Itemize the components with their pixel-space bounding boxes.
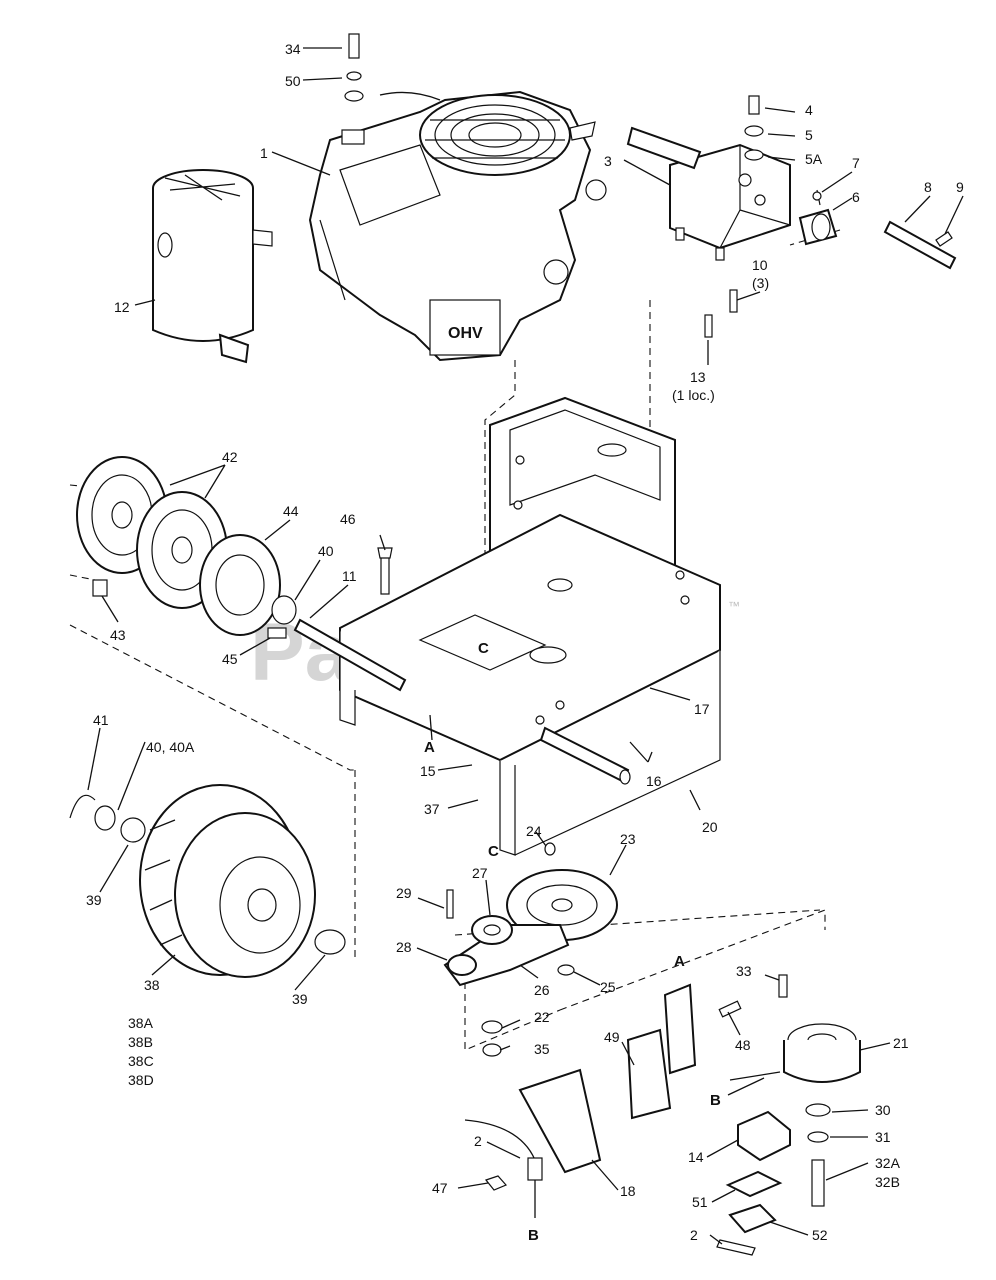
callout-21: 21 — [893, 1035, 909, 1051]
callout-5a: 5A — [805, 151, 823, 167]
callout-leaders — [87, 47, 964, 1245]
callout-35: 35 — [534, 1041, 550, 1057]
callout-44: 44 — [283, 503, 299, 519]
callout-2-clutch: 2 — [690, 1227, 698, 1243]
callout-47: 47 — [432, 1180, 448, 1196]
callout-18: 18 — [620, 1183, 636, 1199]
muffler — [152, 169, 273, 364]
callout-31: 31 — [875, 1129, 891, 1145]
callouts: 34 50 1 12 3 4 5 5A 7 6 8 9 10 (3) 13 (1… — [86, 41, 964, 1244]
callout-3: 3 — [604, 153, 612, 169]
callout-40-40a: 40, 40A — [146, 739, 195, 755]
coupler-shaft — [798, 189, 957, 270]
callout-11: 11 — [342, 568, 357, 584]
callout-5: 5 — [805, 127, 813, 143]
callout-4: 4 — [805, 102, 813, 118]
callout-29: 29 — [396, 885, 412, 901]
callout-9: 9 — [956, 179, 964, 195]
callout-7: 7 — [852, 155, 860, 171]
callout-38c: 38C — [128, 1053, 154, 1069]
callout-10-qty: (3) — [752, 275, 769, 291]
callout-15: 15 — [420, 763, 436, 779]
callout-38: 38 — [144, 977, 160, 993]
callout-39-right: 39 — [292, 991, 308, 1007]
callout-52: 52 — [812, 1227, 828, 1243]
callout-46: 46 — [340, 511, 356, 527]
callout-20: 20 — [702, 819, 718, 835]
callout-13-loc: (1 loc.) — [672, 387, 715, 403]
callout-43: 43 — [110, 627, 126, 643]
callout-14: 14 — [688, 1149, 704, 1165]
callout-28: 28 — [396, 939, 412, 955]
main-frame — [339, 396, 721, 856]
callout-51: 51 — [692, 1194, 708, 1210]
callout-22: 22 — [534, 1009, 550, 1025]
callout-38a: 38A — [128, 1015, 154, 1031]
watermark-trademark: ™ — [728, 599, 740, 613]
callout-6: 6 — [852, 189, 860, 205]
callout-34: 34 — [285, 41, 301, 57]
ref-letter-c-frame: C — [478, 640, 489, 657]
callout-48: 48 — [735, 1037, 751, 1053]
callout-2-cable: 2 — [474, 1133, 482, 1149]
callout-16: 16 — [646, 773, 662, 789]
wheel — [69, 784, 346, 978]
ref-letter-a-frame: A — [424, 739, 435, 756]
callout-40: 40 — [318, 543, 334, 559]
callout-10: 10 — [752, 257, 768, 273]
callout-50: 50 — [285, 73, 301, 89]
ref-letter-a-bracket: A — [674, 953, 685, 970]
callout-41: 41 — [93, 712, 109, 728]
callout-39-left: 39 — [86, 892, 102, 908]
callout-33: 33 — [736, 963, 752, 979]
belt-drive — [443, 842, 618, 1057]
callout-1: 1 — [260, 145, 268, 161]
clutch-assembly — [716, 1023, 861, 1256]
ref-letter-b-clutch: B — [710, 1092, 721, 1109]
callout-26: 26 — [534, 982, 550, 998]
brackets — [518, 974, 788, 1174]
callout-13: 13 — [690, 369, 706, 385]
callout-38b: 38B — [128, 1034, 153, 1050]
callout-8: 8 — [924, 179, 932, 195]
callout-32b: 32B — [875, 1174, 900, 1190]
callout-30: 30 — [875, 1102, 891, 1118]
callout-32a: 32A — [875, 1155, 901, 1171]
top-hardware — [344, 33, 764, 338]
callout-37: 37 — [424, 801, 440, 817]
callout-38d: 38D — [128, 1072, 154, 1088]
callout-45: 45 — [222, 651, 238, 667]
callout-25: 25 — [600, 979, 616, 995]
callout-42: 42 — [222, 449, 238, 465]
ref-letter-b-cable: B — [528, 1227, 539, 1244]
callout-49: 49 — [604, 1029, 620, 1045]
pulleys — [76, 456, 407, 692]
gearbox — [626, 126, 791, 261]
engine-decal: OHV — [448, 325, 483, 342]
cable — [464, 1119, 543, 1218]
callout-27: 27 — [472, 865, 488, 881]
callout-12: 12 — [114, 299, 130, 315]
callout-23: 23 — [620, 831, 636, 847]
ref-letter-c-pulley: C — [488, 843, 499, 860]
callout-24: 24 — [526, 823, 542, 839]
callout-17: 17 — [694, 701, 710, 717]
engine: OHV — [308, 90, 607, 362]
